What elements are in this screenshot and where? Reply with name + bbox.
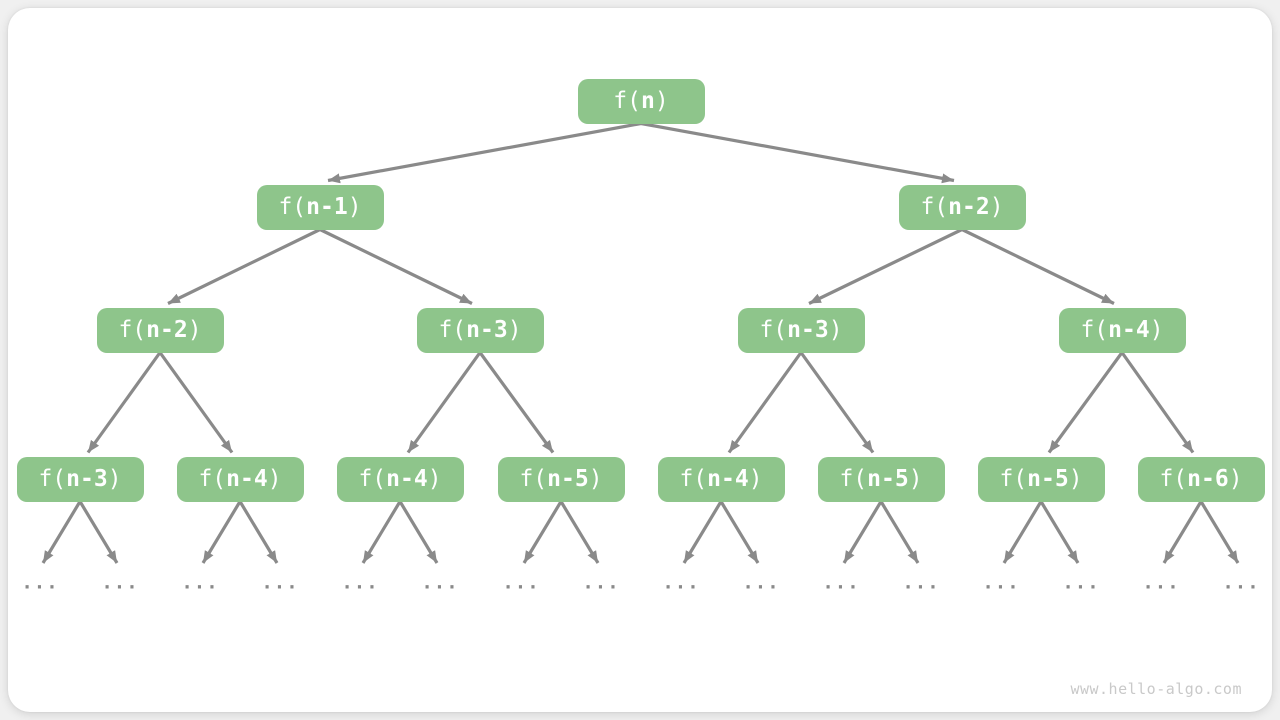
node-label-suffix: ) — [427, 465, 442, 492]
node-label-suffix: ) — [654, 87, 669, 114]
node-label-prefix: f( — [38, 465, 67, 492]
node-label-prefix: f( — [920, 193, 949, 220]
ellipsis-leaf: ... — [662, 571, 700, 594]
ellipsis-leaf: ... — [502, 571, 540, 594]
tree-node-f-n-4: f(n-4) — [657, 456, 785, 502]
ellipsis-leaf: ... — [261, 571, 299, 594]
ellipsis-leaf: ... — [1222, 571, 1260, 594]
node-label-prefix: f( — [198, 465, 227, 492]
tree-node-f-n-3: f(n-3) — [16, 456, 144, 502]
node-label-suffix: ) — [347, 193, 362, 220]
tree-node-f-n: f(n) — [577, 78, 705, 124]
node-label-arg: n-5 — [547, 465, 589, 492]
ellipsis-leaf: ... — [1142, 571, 1180, 594]
tree-node-f-n-5: f(n-5) — [817, 456, 945, 502]
node-label-prefix: f( — [1159, 465, 1188, 492]
tree-node-f-n-2: f(n-2) — [96, 307, 224, 353]
node-label-prefix: f( — [759, 316, 788, 343]
node-label-suffix: ) — [748, 465, 763, 492]
ellipsis-leaf: ... — [21, 571, 59, 594]
tree-node-f-n-4: f(n-4) — [176, 456, 304, 502]
ellipsis-leaf: ... — [982, 571, 1020, 594]
node-label-arg: n-4 — [1108, 316, 1150, 343]
node-label-prefix: f( — [118, 316, 147, 343]
node-label-suffix: ) — [989, 193, 1004, 220]
node-label-arg: n-1 — [306, 193, 348, 220]
node-label-suffix: ) — [828, 316, 843, 343]
node-label-suffix: ) — [908, 465, 923, 492]
node-label-prefix: f( — [358, 465, 387, 492]
node-label-arg: n-2 — [948, 193, 990, 220]
tree-node-f-n-3: f(n-3) — [737, 307, 865, 353]
tree-node-f-n-2: f(n-2) — [898, 184, 1026, 230]
tree-node-f-n-4: f(n-4) — [336, 456, 464, 502]
node-label-prefix: f( — [438, 316, 467, 343]
node-label-arg: n-3 — [787, 316, 829, 343]
node-label-arg: n-3 — [66, 465, 108, 492]
ellipsis-leaf: ... — [822, 571, 860, 594]
node-label-arg: n-5 — [1027, 465, 1069, 492]
tree-node-f-n-1: f(n-1) — [256, 184, 384, 230]
node-label-suffix: ) — [267, 465, 282, 492]
tree-node-f-n-3: f(n-3) — [416, 307, 544, 353]
node-label-suffix: ) — [507, 316, 522, 343]
node-label-suffix: ) — [187, 316, 202, 343]
node-label-prefix: f( — [519, 465, 548, 492]
ellipsis-leaf: ... — [582, 571, 620, 594]
node-label-arg: n-2 — [146, 316, 188, 343]
ellipsis-leaf: ... — [742, 571, 780, 594]
node-label-arg: n — [640, 87, 655, 114]
ellipsis-leaf: ... — [1062, 571, 1100, 594]
node-label-prefix: f( — [1080, 316, 1109, 343]
tree-node-f-n-5: f(n-5) — [977, 456, 1105, 502]
node-label-prefix: f( — [278, 193, 307, 220]
node-label-prefix: f( — [613, 87, 641, 114]
node-label-prefix: f( — [999, 465, 1028, 492]
node-label-arg: n-4 — [386, 465, 428, 492]
tree-node-f-n-4: f(n-4) — [1058, 307, 1186, 353]
ellipsis-leaf: ... — [421, 571, 459, 594]
ellipsis-leaf: ... — [101, 571, 139, 594]
node-label-suffix: ) — [107, 465, 122, 492]
node-label-suffix: ) — [1228, 465, 1243, 492]
node-label-suffix: ) — [1149, 316, 1164, 343]
node-label-arg: n-4 — [226, 465, 268, 492]
node-label-arg: n-5 — [867, 465, 909, 492]
node-label-arg: n-3 — [466, 316, 508, 343]
tree-node-f-n-5: f(n-5) — [497, 456, 625, 502]
ellipsis-leaf: ... — [341, 571, 379, 594]
node-label-prefix: f( — [679, 465, 708, 492]
tree-node-f-n-6: f(n-6) — [1137, 456, 1265, 502]
watermark: www.hello-algo.com — [1070, 680, 1242, 698]
node-label-prefix: f( — [839, 465, 868, 492]
node-label-suffix: ) — [1068, 465, 1083, 492]
node-label-arg: n-4 — [707, 465, 749, 492]
ellipsis-leaf: ... — [181, 571, 219, 594]
node-label-arg: n-6 — [1187, 465, 1229, 492]
ellipsis-leaf: ... — [902, 571, 940, 594]
node-label-suffix: ) — [588, 465, 603, 492]
